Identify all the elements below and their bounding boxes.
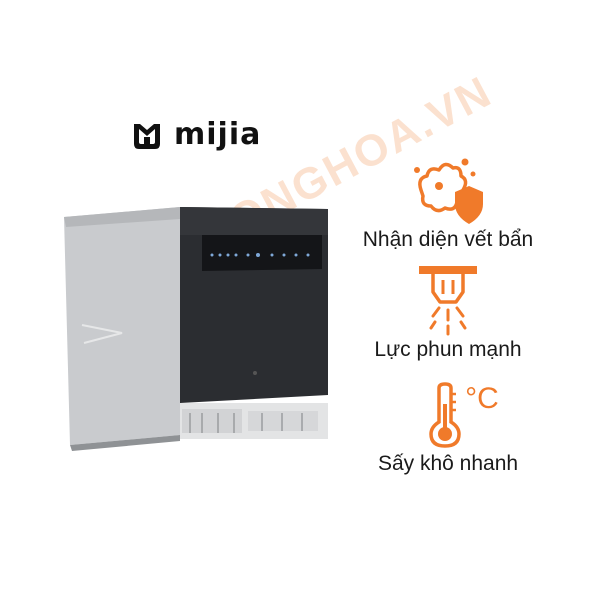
feature-fast-drying: °C Sấy khô nhanh [348,382,548,476]
feature-stain-detection: Nhận diện vết bẩn [348,150,548,252]
thermometer-group: °C [378,382,548,448]
mijia-logo-icon [134,124,160,149]
thermometer-icon [429,382,461,448]
feature-strong-spray: Lực phun mạnh [348,262,548,362]
spray-nozzle-icon [419,266,477,336]
feature-label: Lực phun mạnh [374,338,522,361]
celsius-symbol: °C [465,382,499,415]
dishwasher-image [64,207,328,451]
feature-label: Nhận diện vết bẩn [362,228,534,251]
brand: mijia [130,118,261,152]
feature-label: Sấy khô nhanh [377,452,519,475]
brand-name: mijia [174,117,262,152]
splash-shield-icon [414,158,483,224]
